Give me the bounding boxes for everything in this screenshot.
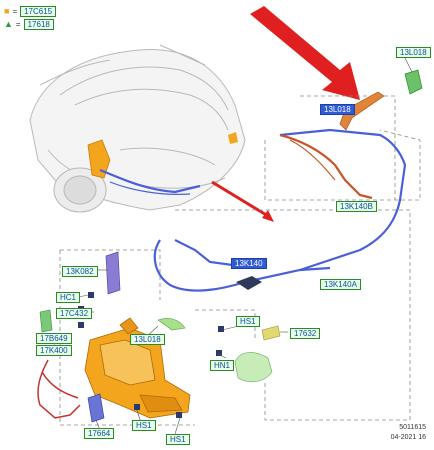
- hose-connector: [236, 276, 262, 290]
- legend-label: 17618: [23, 19, 54, 30]
- legend-row-17C615: ■ = 17C615: [4, 6, 57, 17]
- legend-label: 17C615: [20, 6, 57, 17]
- date-code: 04-2021 16: [390, 434, 426, 441]
- pointer-arrow: [211, 180, 269, 218]
- reference-number: 5011615: [399, 424, 426, 431]
- legend-equals: =: [12, 7, 18, 16]
- green-bracket-left: [39, 309, 53, 333]
- callout-13K140: 13K140: [231, 258, 267, 269]
- triangle-icon: ▲: [4, 19, 13, 29]
- legend-row-17618: ▲ = 17618: [4, 19, 54, 30]
- vehicle-outline: [29, 44, 246, 213]
- callout-17632: 17632: [290, 328, 321, 339]
- car-reservoir-highlight: [87, 139, 111, 179]
- callout-HS1-top: HS1: [236, 316, 260, 327]
- callout-13K082: 13K082: [62, 266, 98, 277]
- washer-nozzle-rail: [339, 91, 385, 131]
- callout-HS1-bottom-left: HS1: [132, 420, 156, 431]
- callout-13L018-clip: 13L018: [130, 334, 165, 345]
- pointer-arrowhead: [262, 210, 274, 222]
- callout-17K400: 17K400: [36, 345, 72, 356]
- washer-pump-upper: [105, 251, 121, 295]
- green-hose-fitting: [234, 352, 273, 383]
- square-icon: ■: [4, 6, 10, 16]
- callout-17664: 17664: [84, 428, 115, 439]
- callout-HS1-bottom-right: HS1: [166, 434, 190, 445]
- hose-lines: [99, 128, 407, 292]
- washer-reservoir: [84, 317, 191, 419]
- car-nozzle-highlight: [228, 132, 238, 144]
- callout-13K140B: 13K140B: [336, 201, 377, 212]
- callout-13K140A: 13K140A: [320, 279, 361, 290]
- green-clip-13L018: [157, 318, 186, 331]
- green-level-sensor: [261, 325, 281, 341]
- callout-13L018-nozzle: 13L018: [396, 47, 431, 58]
- big-red-arrow: [250, 6, 360, 100]
- callout-17B649: 17B649: [36, 333, 72, 344]
- nozzle-hose: [279, 133, 373, 200]
- callout-17C432: 17C432: [56, 308, 93, 319]
- callout-HN1: HN1: [210, 360, 235, 371]
- washer-pump-lower: [87, 393, 105, 423]
- callout-13L018-rail: 13L018: [320, 104, 355, 115]
- legend-equals: =: [15, 20, 21, 29]
- nozzle-jet: [404, 69, 423, 95]
- callout-HC1: HC1: [56, 292, 81, 303]
